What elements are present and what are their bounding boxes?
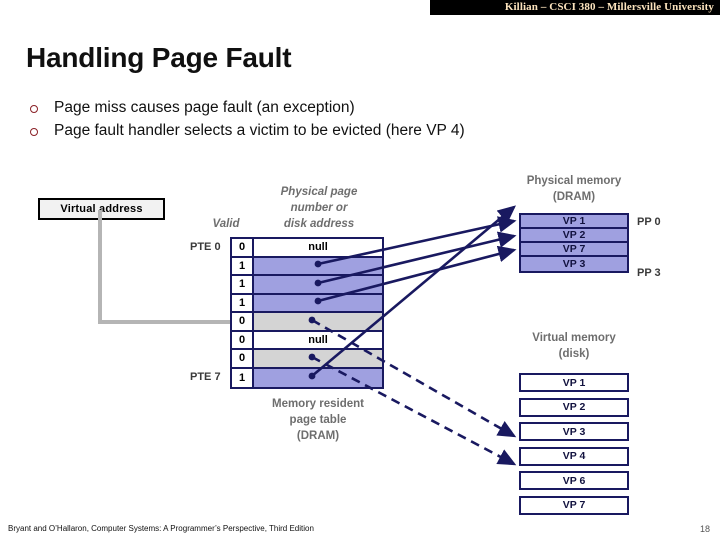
pte-valid-cell: 1: [232, 294, 254, 313]
pte-ppn-cell: null: [254, 239, 382, 258]
pte-ppn-cell: [254, 350, 382, 369]
pte-ppn-cell: null: [254, 331, 382, 350]
page-table-row: 1: [232, 368, 382, 387]
bullet-circle-icon: [30, 128, 38, 136]
ppn-header-line2: number or: [290, 202, 348, 214]
pte-valid-cell: 1: [232, 276, 254, 295]
virtual-memory-caption-line2: (disk): [558, 348, 590, 360]
page-table-caption-line2: page table: [289, 414, 347, 426]
page-table-caption-line1: Memory resident: [271, 398, 365, 410]
pte-ppn-cell: [254, 368, 382, 387]
physical-memory-row: VP 3: [521, 257, 627, 271]
pp-last-label: PP 3: [637, 267, 661, 279]
pte-valid-cell: 0: [232, 350, 254, 369]
bullet-text-0: Page miss causes page fault (an exceptio…: [54, 99, 355, 116]
pte-ppn-cell: [254, 294, 382, 313]
physical-memory-row: VP 2: [521, 229, 627, 243]
page-table-row: 1: [232, 276, 382, 295]
pte-valid-cell: 0: [232, 331, 254, 350]
pte-ppn-cell: [254, 257, 382, 276]
pte-first-label: PTE 0: [190, 241, 221, 253]
pte-valid-cell: 0: [232, 239, 254, 258]
disk-page-box: VP 1: [519, 373, 629, 392]
physical-memory-row: VP 1: [521, 215, 627, 229]
pte-valid-cell: 0: [232, 313, 254, 332]
page-table-row: 1: [232, 294, 382, 313]
disk-page-box: VP 2: [519, 397, 629, 417]
bullet-item-0: Page miss causes page fault (an exceptio…: [30, 98, 355, 118]
pte-valid-cell: 1: [232, 368, 254, 387]
page-table-row: 1: [232, 257, 382, 276]
physical-memory-caption-line1: Physical memory: [526, 175, 622, 187]
pte-valid-cell: 1: [232, 257, 254, 276]
bullet-item-1: Page fault handler selects a victim to b…: [30, 121, 465, 141]
physical-memory-row: VP 7: [521, 243, 627, 257]
bullet-circle-icon: [30, 105, 38, 113]
valid-column-header: Valid: [212, 218, 240, 230]
header-banner: Killian – CSCI 380 – Millersville Univer…: [430, 0, 720, 15]
footer-citation: Bryant and O’Hallaron, Computer Systems:…: [8, 524, 314, 533]
page-table-caption-line3: (DRAM): [296, 430, 340, 442]
disk-page-box: VP 6: [519, 471, 629, 490]
page-title: Handling Page Fault: [26, 42, 292, 73]
pte-ppn-cell: [254, 313, 382, 332]
ppn-header-line3: disk address: [283, 218, 355, 230]
ppn-header-line1: Physical page: [280, 186, 358, 198]
disk-page-box: VP 4: [519, 446, 629, 466]
virtual-memory-caption-line1: Virtual memory: [532, 332, 616, 344]
header-banner-text: Killian – CSCI 380 – Millersville Univer…: [504, 1, 714, 13]
page-table-row: 0: [232, 313, 382, 332]
page-number: 18: [700, 524, 711, 534]
bullet-text-1: Page fault handler selects a victim to b…: [54, 122, 465, 139]
pp-first-label: PP 0: [637, 216, 661, 228]
page-table-row: 0: [232, 350, 382, 369]
pte-ppn-cell: [254, 276, 382, 295]
disk-page-box: VP 3: [519, 422, 629, 441]
pte-last-label: PTE 7: [190, 371, 221, 383]
physical-memory-caption-line2: (DRAM): [552, 191, 596, 203]
disk-page-box: VP 7: [519, 495, 629, 515]
